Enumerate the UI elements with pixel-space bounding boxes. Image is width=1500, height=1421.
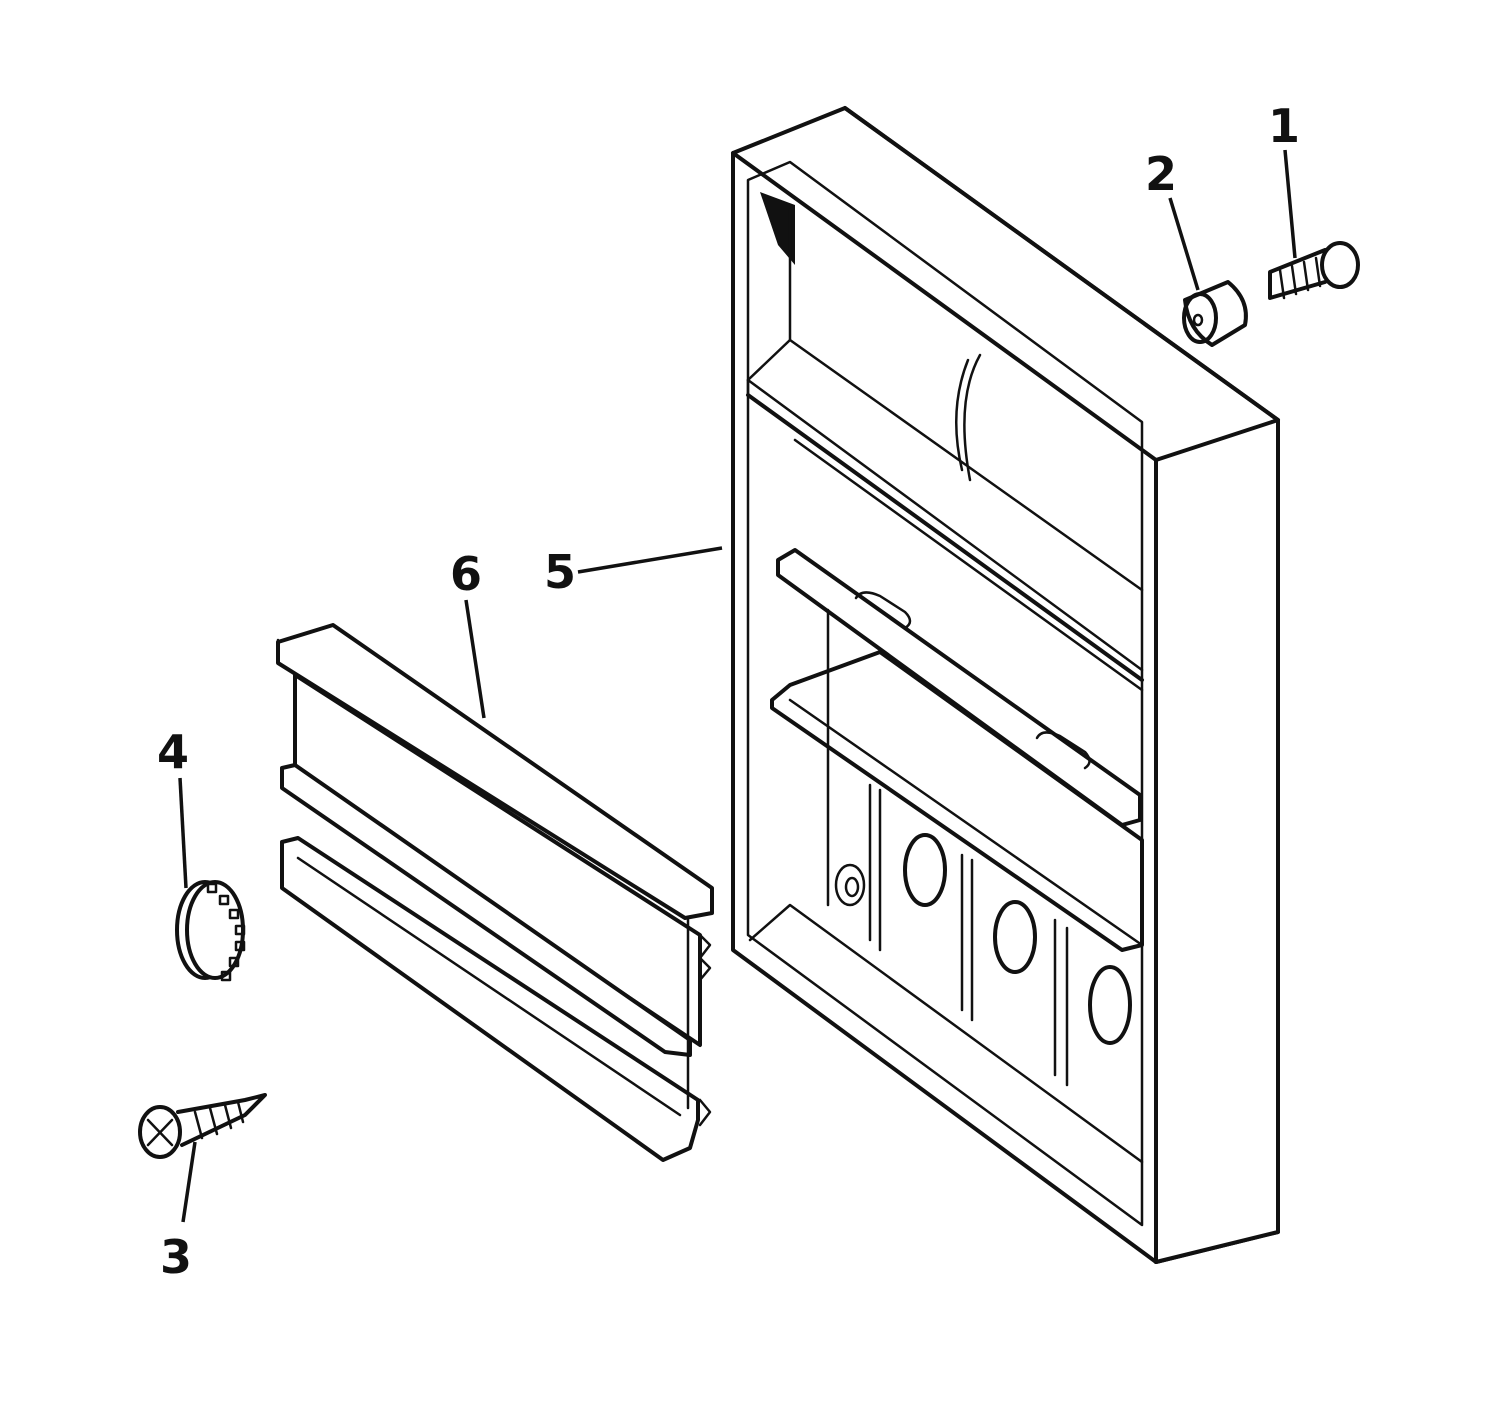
leader-line-6 [464, 599, 486, 719]
leader-line-2 [1168, 197, 1200, 291]
leader-line-1 [1283, 149, 1297, 259]
plug-button [175, 880, 246, 982]
callout-2: 2 [1145, 147, 1177, 201]
callout-5: 5 [544, 545, 576, 599]
leader-line-5 [577, 546, 723, 574]
wood-screw [138, 1093, 267, 1159]
leader-line-3 [181, 1141, 197, 1223]
callout-6: 6 [450, 547, 482, 601]
trim-rail [276, 623, 714, 1162]
panel-housing [731, 106, 1280, 1264]
callout-1: 1 [1268, 99, 1300, 153]
spacer [1182, 280, 1248, 347]
callout-4: 4 [157, 725, 189, 779]
leader-line-4 [178, 777, 188, 889]
callout-3: 3 [160, 1230, 192, 1284]
machine-screw [1268, 241, 1360, 300]
